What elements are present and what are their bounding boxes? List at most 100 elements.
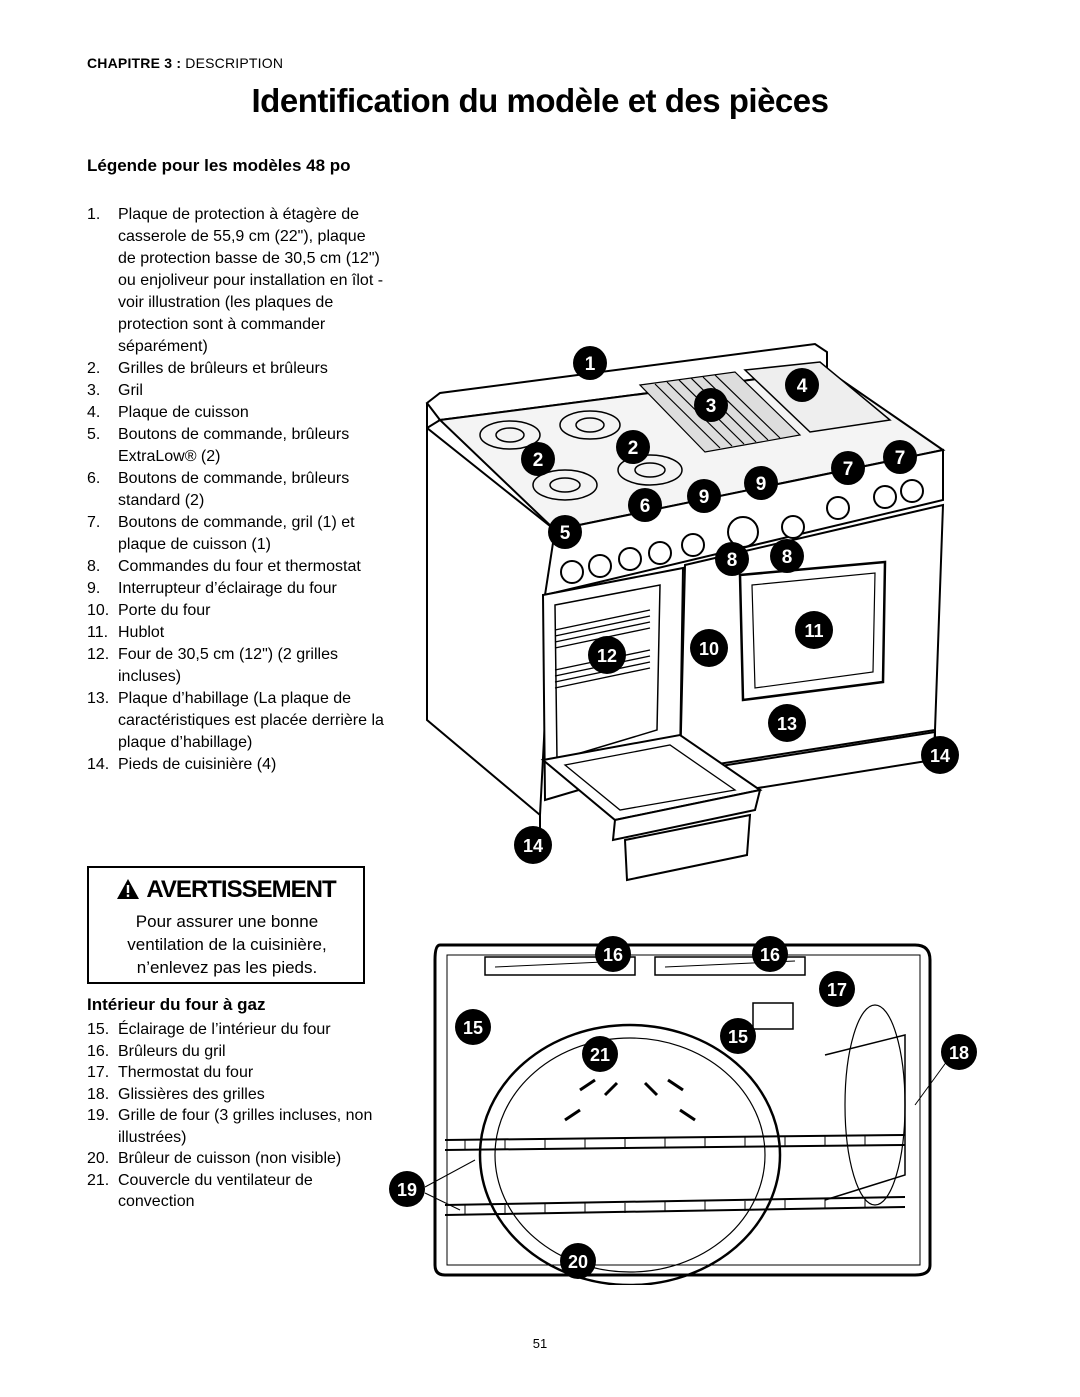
warning-icon bbox=[117, 879, 140, 899]
list-item: 12. Four de 30,5 cm (12") (2 grilles incl… bbox=[87, 644, 387, 688]
list-item: 4.Plaque de cuisson bbox=[87, 402, 387, 424]
warning-heading: AVERTISSEMENT bbox=[89, 876, 363, 904]
list-item: 5. Boutons de commande, brûleurs ExtraLow… bbox=[87, 424, 387, 468]
item-text: Éclairage de l’intérieur du four bbox=[118, 1021, 331, 1038]
callout-label: 14 bbox=[930, 746, 950, 766]
chapter-header: CHAPITRE 3 : DESCRIPTION bbox=[87, 55, 283, 71]
item-number: 12. bbox=[87, 646, 110, 663]
list-item: 16. Brûleurs du gril bbox=[87, 1041, 377, 1063]
item-number: 9. bbox=[87, 580, 101, 597]
callout-8: 8 bbox=[715, 542, 749, 576]
chapter-title: DESCRIPTION bbox=[185, 55, 284, 71]
item-number: 8. bbox=[87, 558, 101, 575]
callout-label: 8 bbox=[782, 547, 793, 568]
callout-2: 2 bbox=[521, 442, 555, 476]
oven-interior-illustration: 15 15 16 16 17 18 19 20 21 bbox=[389, 936, 977, 1285]
callout-label: 9 bbox=[699, 487, 710, 508]
callout-20: 20 bbox=[560, 1243, 596, 1279]
item-number: 15. bbox=[87, 1021, 110, 1038]
callout-label: 13 bbox=[777, 714, 797, 734]
callout-15: 15 bbox=[455, 1009, 491, 1045]
item-number: 6. bbox=[87, 470, 101, 487]
control-knobs bbox=[560, 479, 924, 584]
callout-1: 1 bbox=[573, 346, 607, 380]
item-text: Four de 30,5 cm (12") (2 grilles incluse… bbox=[118, 646, 338, 685]
oven-callouts: 15 15 16 16 17 18 19 20 21 bbox=[389, 936, 977, 1279]
item-number: 2. bbox=[87, 360, 101, 377]
interior-heading: Intérieur du four à gaz bbox=[87, 995, 266, 1014]
item-number: 4. bbox=[87, 404, 101, 421]
callout-9: 9 bbox=[687, 479, 721, 513]
item-number: 10. bbox=[87, 602, 110, 619]
callout-2: 2 bbox=[616, 430, 650, 464]
callout-7: 7 bbox=[831, 451, 865, 485]
callout-label: 11 bbox=[804, 621, 823, 641]
item-text: Thermostat du four bbox=[118, 1064, 254, 1081]
callout-label: 21 bbox=[590, 1045, 610, 1065]
callout-7: 7 bbox=[883, 440, 917, 474]
callout-label: 20 bbox=[568, 1252, 588, 1272]
callout-17: 17 bbox=[819, 971, 855, 1007]
callout-label: 4 bbox=[797, 376, 808, 397]
callout-label: 7 bbox=[843, 459, 854, 480]
item-text: Grille de four (3 grilles incluses, non … bbox=[118, 1107, 373, 1146]
item-number: 20. bbox=[87, 1150, 110, 1167]
callout-14: 14 bbox=[514, 826, 552, 864]
callout-13: 13 bbox=[768, 704, 806, 742]
item-number: 3. bbox=[87, 382, 101, 399]
item-text: Gril bbox=[118, 382, 143, 399]
item-number: 13. bbox=[87, 690, 110, 707]
callout-label: 1 bbox=[585, 354, 596, 375]
item-number: 17. bbox=[87, 1064, 110, 1081]
list-item: 8.Commandes du four et thermostat bbox=[87, 556, 387, 578]
callout-15: 15 bbox=[720, 1018, 756, 1054]
item-text: Plaque de protection à étagère de casser… bbox=[118, 206, 384, 355]
callout-16: 16 bbox=[595, 936, 631, 972]
list-item: 13.Plaque d’habillage (La plaque de cara… bbox=[87, 688, 387, 754]
callout-16: 16 bbox=[752, 936, 788, 972]
callout-label: 12 bbox=[597, 646, 617, 666]
callout-6: 6 bbox=[628, 488, 662, 522]
list-item: 11.Hublot bbox=[87, 622, 387, 644]
list-item: 20. Brûleur de cuisson (non visible) bbox=[87, 1148, 377, 1170]
callout-12: 12 bbox=[588, 636, 626, 674]
list-item: 19.Grille de four (3 grilles incluses, n… bbox=[87, 1105, 377, 1148]
item-text: Brûleurs du gril bbox=[118, 1042, 226, 1060]
callout-label: 15 bbox=[463, 1018, 483, 1038]
list-item: 7.Boutons de commande, gril (1) et plaqu… bbox=[87, 512, 387, 556]
item-text: Boutons de commande, brûleurs ExtraLow® … bbox=[118, 426, 350, 465]
list-item: 15. Éclairage de l’intérieur du four bbox=[87, 1019, 377, 1041]
warning-text: Pour assurer une bonne ventilation de la… bbox=[127, 912, 327, 977]
item-number: 16. bbox=[87, 1042, 110, 1060]
item-number: 11. bbox=[87, 624, 109, 641]
range-illustration: 1 2 2 3 4 5 6 7 7 8 8 9 9 10 11 12 13 14… bbox=[425, 342, 959, 882]
callout-label: 7 bbox=[895, 448, 906, 469]
callout-label: 8 bbox=[727, 550, 738, 571]
callout-label: 3 bbox=[706, 396, 717, 417]
item-number: 1. bbox=[87, 206, 101, 223]
callout-label: 10 bbox=[699, 639, 719, 659]
callout-label: 15 bbox=[728, 1027, 748, 1047]
warning-heading-text: AVERTISSEMENT bbox=[146, 876, 336, 903]
item-number: 18. bbox=[87, 1085, 110, 1103]
callout-label: 6 bbox=[640, 496, 651, 517]
callout-11: 11 bbox=[795, 611, 833, 649]
list-item: 14.Pieds de cuisinière (4) bbox=[87, 754, 387, 776]
range-callouts: 1 2 2 3 4 5 6 7 7 8 8 9 9 10 11 12 13 14… bbox=[514, 346, 959, 864]
callout-21: 21 bbox=[582, 1036, 618, 1072]
list-item: 21.Couvercle du ventilateur de convectio… bbox=[87, 1170, 377, 1213]
list-item: 17. Thermostat du four bbox=[87, 1062, 377, 1084]
callout-4: 4 bbox=[785, 368, 819, 402]
callout-label: 2 bbox=[628, 438, 639, 459]
legend-heading: Légende pour les modèles 48 po bbox=[87, 156, 351, 175]
list-item: 9. Interrupteur d’éclairage du four bbox=[87, 578, 387, 600]
list-item: 10.Porte du four bbox=[87, 600, 387, 622]
item-number: 5. bbox=[87, 426, 101, 443]
item-text: Glissières des grilles bbox=[118, 1085, 265, 1103]
item-text: Interrupteur d’éclairage du four bbox=[118, 580, 337, 597]
item-text: Brûleur de cuisson (non visible) bbox=[118, 1150, 342, 1167]
callout-3: 3 bbox=[694, 388, 728, 422]
list-item: 18. Glissières des grilles bbox=[87, 1084, 377, 1106]
griddle-plate bbox=[743, 361, 892, 433]
oven-cavity bbox=[424, 943, 951, 1285]
